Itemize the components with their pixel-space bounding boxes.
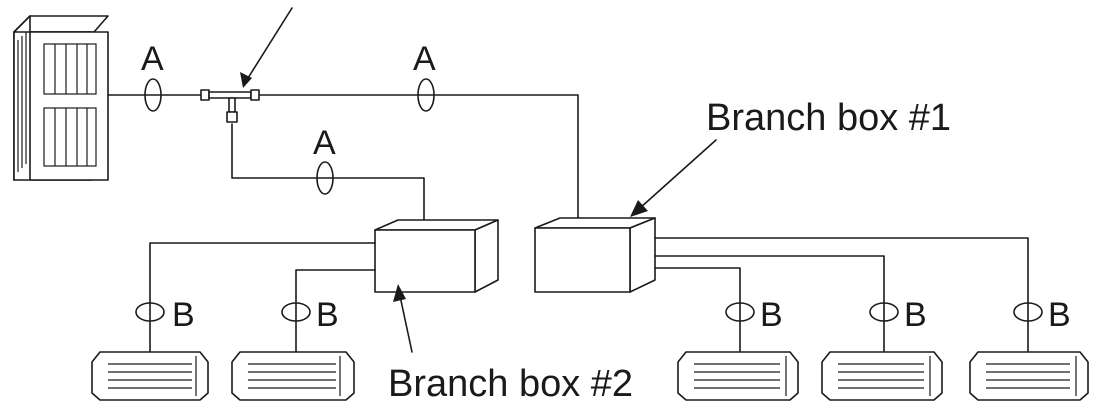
pipe-b-label: B (904, 296, 927, 334)
branch-box-1-callout: Branch box #1 (630, 97, 951, 217)
branch-box-1-outlets (654, 237, 1029, 353)
indoor-unit-4 (821, 351, 943, 401)
branch-box-1 (534, 217, 656, 293)
pipe-b-label: B (1048, 296, 1071, 334)
pipe-b-label: B (172, 296, 195, 334)
branch-box-2-label: Branch box #2 (388, 363, 633, 405)
pipe-marker-b-3: B (725, 296, 783, 334)
pipe-marker-b-4: B (869, 296, 927, 334)
pipe-b-label: B (760, 296, 783, 334)
indoor-unit-2 (231, 351, 355, 401)
pipe-b-label: B (316, 296, 339, 334)
tee-joint (200, 89, 260, 123)
pipe-a-label: A (141, 40, 164, 78)
pipe-a-label: A (313, 124, 336, 162)
branch-box-1-label: Branch box #1 (706, 97, 951, 139)
pipe-marker-b-5: B (1013, 296, 1071, 334)
pipe-marker-b-1: B (135, 296, 195, 334)
branch-box-2-callout: Branch box #2 (388, 284, 633, 405)
pipe-marker-a-1: A (141, 40, 164, 112)
pipe-marker-b-2: B (281, 296, 339, 334)
pipe-a-label: A (413, 40, 436, 78)
indoor-unit-3 (677, 351, 799, 401)
tee-pointer-arrow (240, 7, 293, 88)
pipe-marker-a-3: A (313, 124, 336, 195)
pipe-marker-a-2: A (413, 40, 436, 112)
branch-box-2-outlets (149, 242, 376, 353)
branch-box-2 (374, 219, 499, 293)
outdoor-unit (13, 15, 109, 181)
piping-lines (107, 94, 579, 221)
indoor-unit-5 (969, 351, 1089, 401)
indoor-unit-1 (91, 351, 209, 401)
